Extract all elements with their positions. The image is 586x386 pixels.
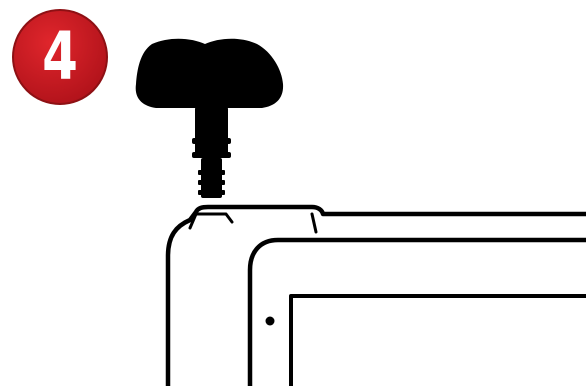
front-camera-dot-icon: [266, 317, 275, 326]
tpms-sensor-icon: [136, 39, 283, 198]
tablet-device-icon: [168, 207, 586, 386]
